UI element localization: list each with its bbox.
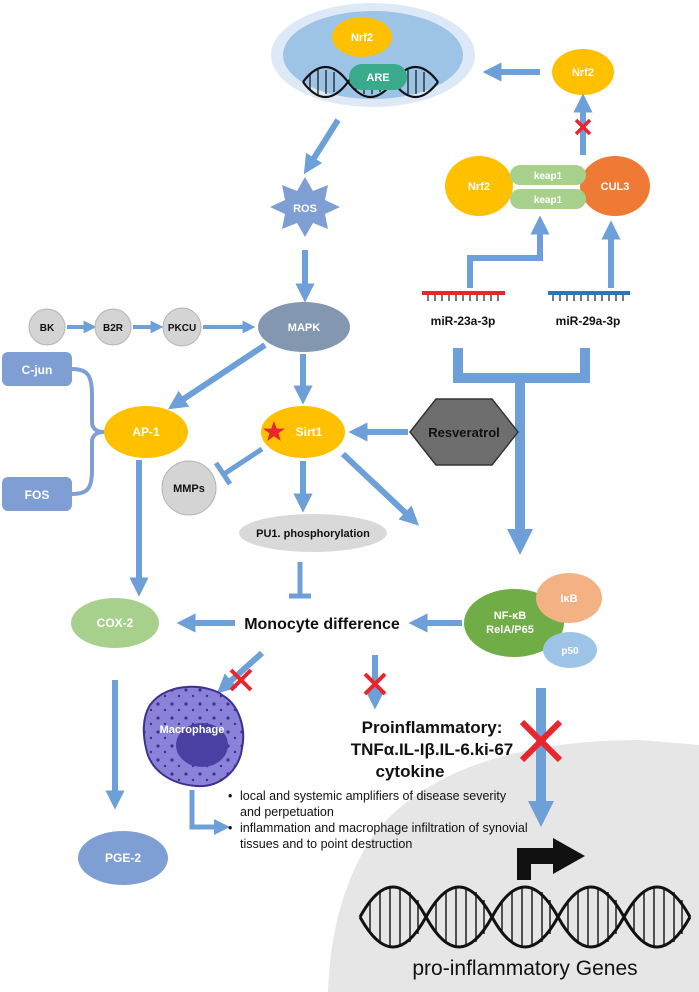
keap1-bottom-node — [510, 189, 586, 209]
cox2-node — [71, 598, 159, 648]
effect-item-2: inflammation and macrophage infiltration… — [228, 820, 528, 852]
resveratrol-node — [409, 398, 519, 466]
pge2-label: PGE-2 — [105, 851, 141, 865]
pkcu-label: PKCU — [168, 323, 196, 334]
arrow-monocyte-to-macrophage — [216, 650, 265, 694]
effect-item-1: local and systemic amplifiers of disease… — [228, 788, 528, 820]
mapk-node — [258, 302, 350, 352]
dna-helix-icon — [358, 885, 692, 949]
bk-label: BK — [40, 323, 55, 334]
complex-nrf2-label: Nrf2 — [468, 181, 490, 193]
arrow-sirt1-to-nfkb — [340, 451, 419, 526]
top-nrf2-label: Nrf2 — [572, 67, 594, 79]
nucleus: Nrf2 ARE — [271, 3, 475, 107]
mapk-label: MAPK — [288, 322, 320, 334]
b2r-label: B2R — [103, 323, 124, 334]
mir29-label: miR-29a-3p — [556, 314, 621, 328]
are-node — [349, 64, 407, 90]
star-icon — [263, 421, 285, 441]
cul3-label: CUL3 — [601, 181, 630, 193]
complex-nrf2-node — [445, 156, 513, 216]
fos-node — [2, 477, 72, 511]
arrow-mir23-to-keap1 — [467, 215, 550, 288]
inhibit-sirt1-to-mmps — [222, 446, 264, 477]
nucleus-nrf2-label: Nrf2 — [351, 32, 373, 44]
bk-node — [28, 308, 66, 346]
cjun-label: C-jun — [22, 363, 53, 377]
ap1-label: AP-1 — [132, 425, 160, 439]
pge2-node — [78, 831, 168, 885]
arrow-mapk-to-ap1 — [167, 342, 267, 410]
ikb-label: IκB — [560, 593, 577, 605]
keap1-top-label: keap1 — [534, 171, 563, 182]
arrow-nucleus-to-ros — [303, 118, 341, 175]
b2r-node — [94, 308, 132, 346]
nucleus-nrf2-node — [332, 17, 392, 57]
proinflammatory-cytokines: TNFα.IL-Iβ.IL-6.ki-67 — [351, 740, 514, 759]
proinflammatory-label: Proinflammatory: — [362, 718, 503, 737]
mir23-icon — [422, 291, 505, 301]
cul3-node — [580, 156, 650, 216]
mirna-bracket-connector — [453, 348, 590, 383]
macrophage-node — [142, 685, 245, 788]
p50-node — [543, 632, 597, 668]
mmps-label: MMPs — [173, 483, 205, 495]
nfkb-label-line2: RelA/P65 — [486, 624, 534, 636]
ros-label: ROS — [293, 203, 317, 215]
ikb-node — [536, 573, 602, 623]
ros-node: ROS — [270, 177, 340, 237]
top-nrf2-node — [552, 49, 614, 95]
pu1-node — [239, 514, 387, 552]
block-x-icon — [574, 118, 592, 136]
pkcu-node — [162, 307, 202, 347]
keap1-top-node — [510, 165, 586, 185]
block-x-icon — [229, 668, 253, 692]
mir29-icon — [548, 291, 630, 301]
fos-label: FOS — [25, 488, 50, 502]
sirt1-node — [261, 406, 345, 458]
mir23-label: miR-23a-3p — [431, 314, 496, 328]
mmps-node — [161, 460, 217, 516]
pu1-label: PU1. phosphorylation — [256, 528, 370, 540]
monocyte-label: Monocyte difference — [244, 616, 400, 633]
genes-label: pro-inflammatory Genes — [412, 957, 637, 980]
block-x-icon — [519, 719, 563, 763]
are-label: ARE — [366, 72, 389, 84]
proinflammatory-cytokine-word: cytokine — [376, 762, 445, 781]
p50-label: p50 — [561, 646, 579, 657]
ap1-node — [104, 406, 188, 458]
macrophage-effects-list: local and systemic amplifiers of disease… — [228, 788, 528, 852]
resveratrol-label: Resveratrol — [428, 425, 500, 440]
transcription-start-icon — [517, 838, 585, 880]
cjun-node — [2, 352, 72, 386]
inhibit-bar-mmps — [213, 461, 233, 486]
cjun-fos-bracket — [71, 367, 105, 496]
nfkb-label-line1: NF-κB — [494, 610, 526, 622]
arrow-macrophage-to-effects — [189, 790, 231, 836]
sirt1-label: Sirt1 — [296, 425, 323, 439]
block-x-icon — [363, 672, 387, 696]
macrophage-label: Macrophage — [160, 724, 225, 736]
keap1-complex: Nrf2 CUL3 keap1 keap1 — [445, 156, 650, 216]
keap1-bottom-label: keap1 — [534, 195, 563, 206]
cox2-label: COX-2 — [97, 616, 134, 630]
